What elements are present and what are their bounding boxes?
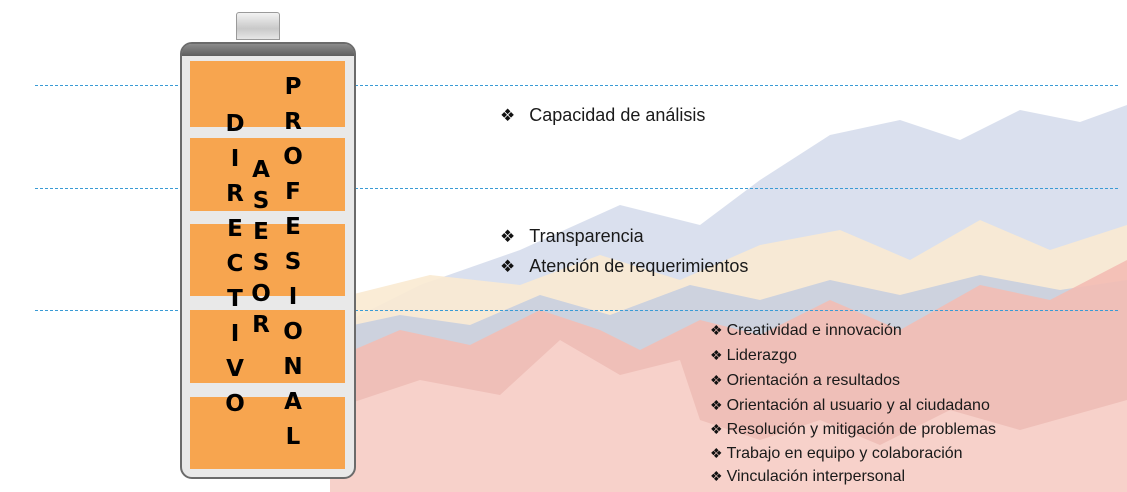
four-diamond-bullet-icon: ❖ (710, 468, 723, 484)
four-diamond-bullet-icon: ❖ (710, 421, 723, 437)
letter: O (225, 391, 245, 417)
letter: E (253, 219, 269, 245)
battery-rim (182, 44, 354, 56)
battery-cell-4 (190, 310, 345, 383)
four-diamond-bullet-icon: ❖ (710, 397, 723, 413)
letter: S (252, 188, 270, 214)
battery-cell-2 (190, 138, 345, 211)
battery-cap (236, 12, 280, 40)
four-diamond-bullet-icon: ❖ (500, 106, 516, 125)
vertical-word-directivo: D I R E C T I V O (220, 107, 250, 422)
mountain-red-foreground (330, 340, 1127, 492)
battery-cell-1 (190, 61, 345, 127)
competency-item: ❖ Transparencia (500, 226, 644, 247)
letter: F (285, 179, 301, 205)
letter: E (227, 216, 243, 242)
four-diamond-bullet-icon: ❖ (500, 227, 516, 246)
four-diamond-bullet-icon: ❖ (710, 372, 723, 388)
letter: P (284, 74, 302, 100)
competency-label: Creatividad e innovación (726, 322, 902, 339)
vertical-word-profesional: P R O F E S I O N A L (278, 70, 308, 455)
competency-label: Liderazgo (726, 347, 797, 364)
level-divider-2 (35, 188, 1118, 189)
competency-item: ❖Trabajo en equipo y colaboración (710, 445, 963, 463)
letter: A (252, 157, 270, 183)
competency-item: ❖Liderazgo (710, 347, 797, 365)
letter: L (285, 424, 301, 450)
competency-item: ❖ Atención de requerimientos (500, 256, 748, 277)
competency-label: Trabajo en equipo y colaboración (726, 445, 963, 462)
competency-label: Atención de requerimientos (529, 256, 749, 276)
letter: I (230, 321, 240, 347)
letter: C (226, 251, 244, 277)
competency-label: Vinculación interpersonal (726, 468, 906, 485)
four-diamond-bullet-icon: ❖ (500, 257, 516, 276)
four-diamond-bullet-icon: ❖ (710, 347, 723, 363)
four-diamond-bullet-icon: ❖ (710, 445, 723, 461)
letter: O (251, 281, 271, 307)
letter: O (283, 319, 303, 345)
letter: S (284, 249, 302, 275)
competency-item: ❖Orientación a resultados (710, 372, 900, 390)
competency-item: ❖Orientación al usuario y al ciudadano (710, 397, 990, 415)
competency-label: Orientación a resultados (726, 372, 900, 389)
letter: R (284, 109, 302, 135)
competency-label: Transparencia (529, 226, 644, 246)
letter: S (252, 250, 270, 276)
letter: N (283, 354, 303, 380)
competency-item: ❖Resolución y mitigación de problemas (710, 421, 996, 439)
competency-item: ❖Vinculación interpersonal (710, 468, 905, 486)
letter: V (226, 356, 244, 382)
competency-item: ❖ Capacidad de análisis (500, 105, 705, 126)
letter: D (225, 111, 245, 137)
battery-cell-5 (190, 397, 345, 469)
level-divider-1 (35, 85, 1118, 86)
letter: E (285, 214, 301, 240)
letter: I (288, 284, 298, 310)
four-diamond-bullet-icon: ❖ (710, 322, 723, 338)
letter: T (227, 286, 243, 312)
level-divider-3 (35, 310, 1118, 311)
competency-label: Capacidad de análisis (529, 105, 706, 125)
competency-label: Resolución y mitigación de problemas (726, 421, 997, 438)
vertical-word-asesor: A S E S O R (246, 155, 276, 341)
battery (180, 42, 356, 479)
letter: A (284, 389, 302, 415)
letter: R (252, 312, 270, 338)
competency-label: Orientación al usuario y al ciudadano (726, 397, 990, 414)
competency-item: ❖Creatividad e innovación (710, 322, 902, 340)
battery-cell-3 (190, 224, 345, 296)
letter: O (283, 144, 303, 170)
letter: I (230, 146, 240, 172)
letter: R (226, 181, 244, 207)
